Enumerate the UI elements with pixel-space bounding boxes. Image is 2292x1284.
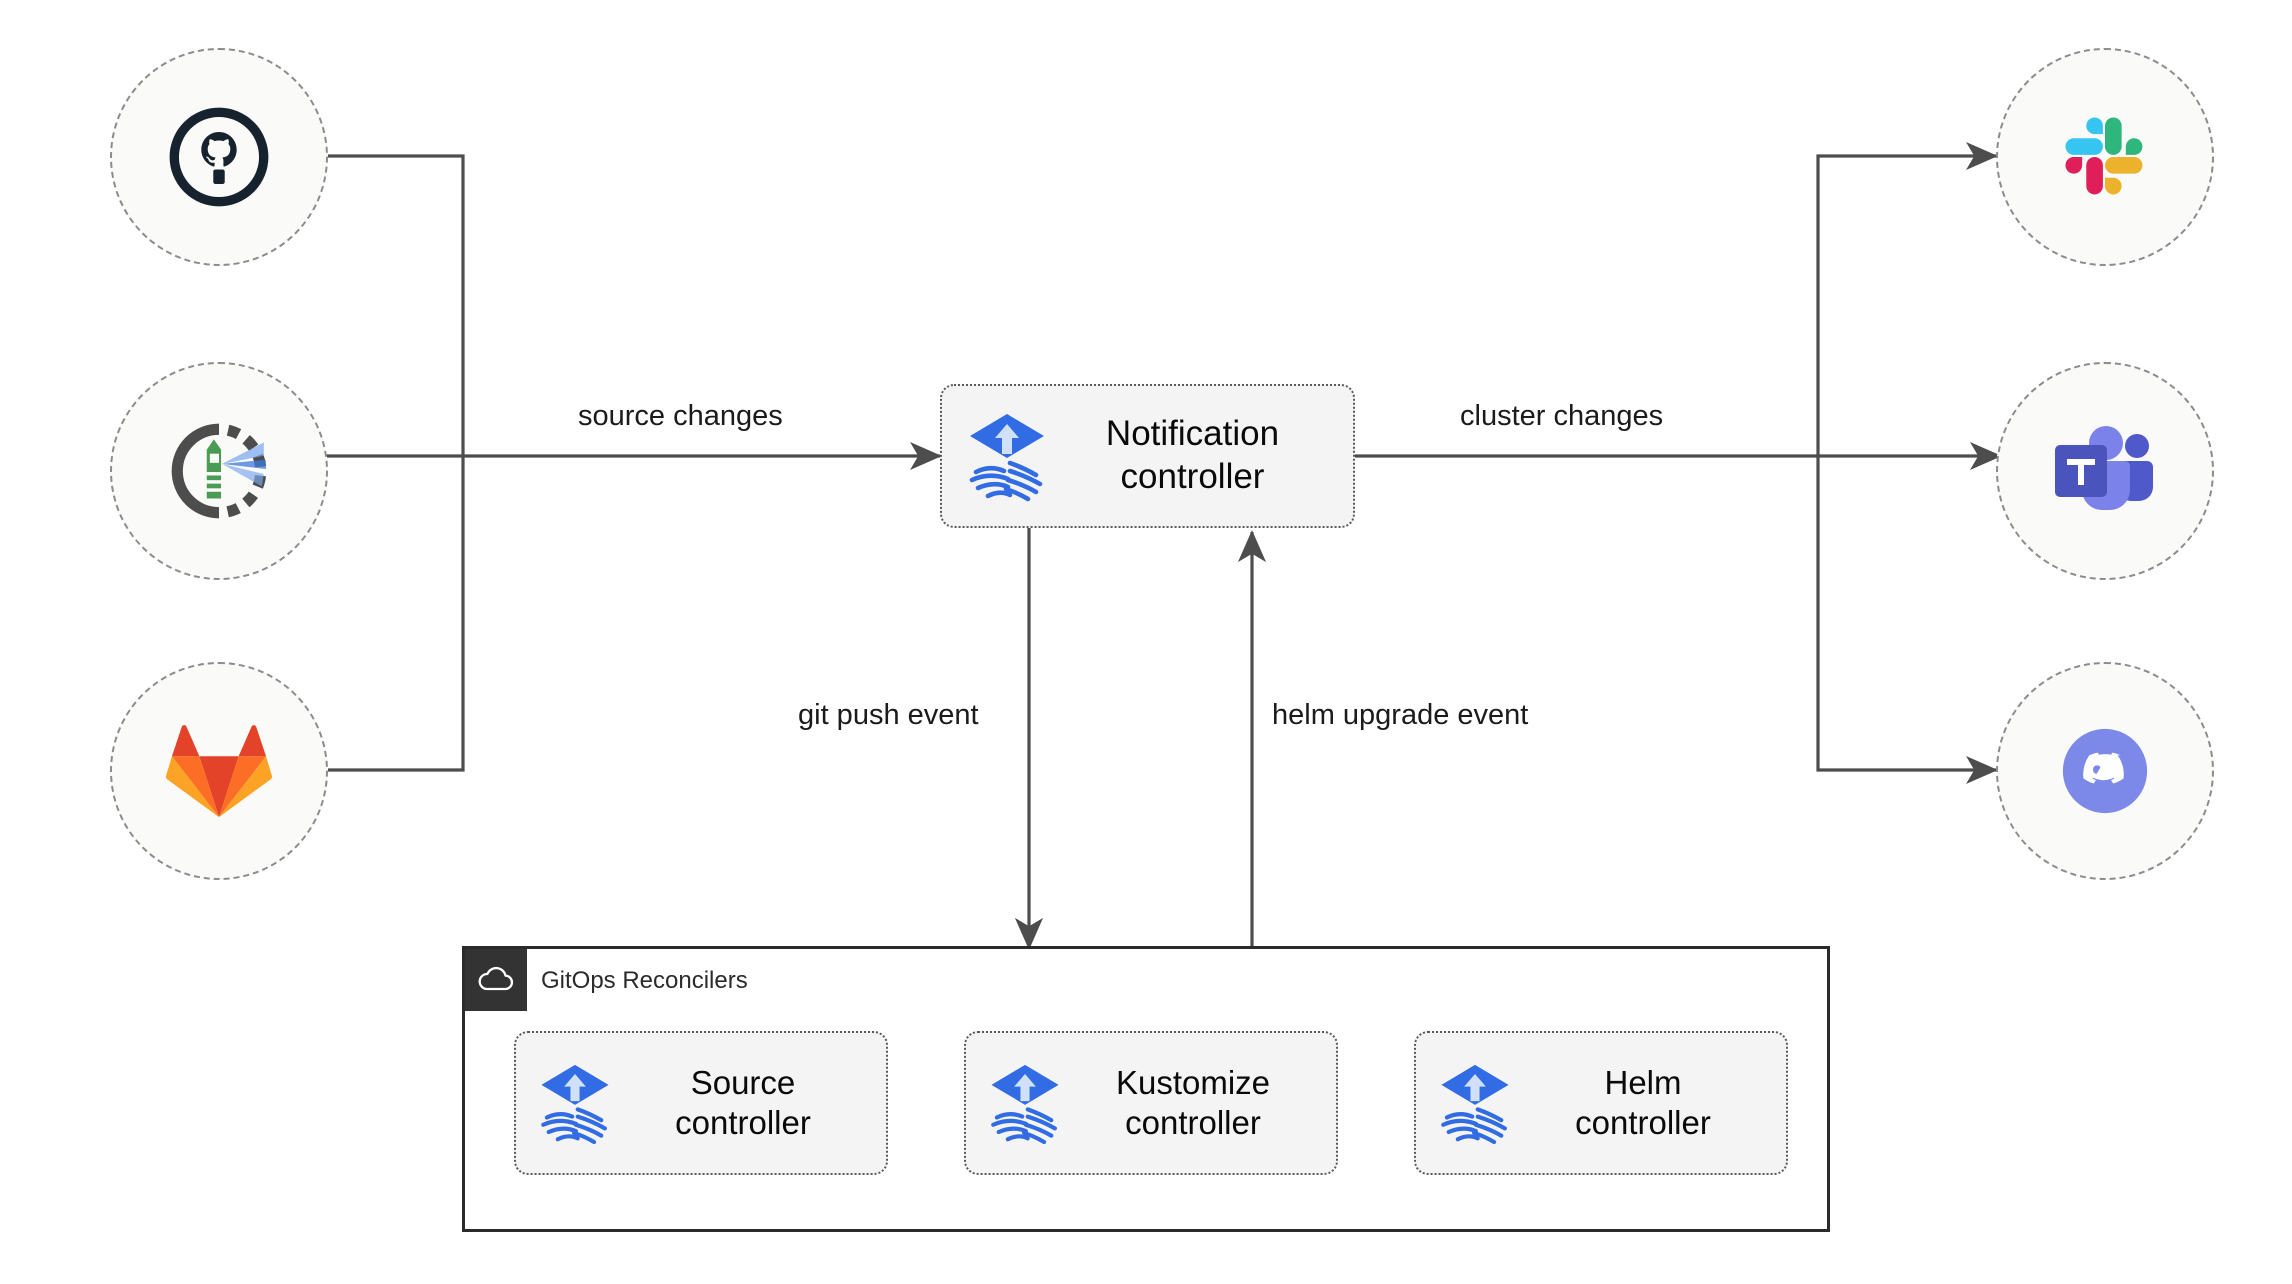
wire-gitlab-to-bus: [318, 456, 465, 772]
edge-label-source-changes: source changes: [578, 400, 783, 432]
helm-controller-card[interactable]: Helm controller: [1414, 1031, 1788, 1175]
flux-logo-icon: [969, 414, 1044, 502]
kustomize-controller-line1: Kustomize: [1115, 1063, 1271, 1101]
wire-github-to-bus: [318, 154, 465, 456]
notification-controller-line1: Notification: [1105, 414, 1280, 454]
source-node-github[interactable]: [110, 48, 328, 266]
source-node-gitlab[interactable]: [110, 662, 328, 880]
edge-label-cluster-changes: cluster changes: [1460, 400, 1664, 432]
edge-label-helm-upgrade-event: helm upgrade event: [1272, 699, 1529, 731]
flux-logo-icon: [1441, 1064, 1509, 1145]
helm-controller-line2: controller: [1575, 1104, 1711, 1141]
notification-controller-card[interactable]: Notification controller: [940, 384, 1355, 528]
helm-controller-label: Helm controller: [1514, 1063, 1772, 1144]
wire-bus-to-discord: [1816, 456, 1998, 785]
source-controller-line2: controller: [675, 1104, 811, 1141]
source-controller-line1: Source: [690, 1063, 796, 1101]
notification-controller-line2: controller: [1120, 457, 1265, 496]
discord-icon: [2062, 728, 2148, 814]
wire-bus-to-slack: [1816, 141, 1998, 456]
cloud-icon: [478, 966, 514, 991]
microsoft-teams-icon: [2055, 426, 2153, 510]
flux-lighthouse-icon: [171, 423, 267, 519]
target-node-slack[interactable]: [1996, 48, 2214, 266]
notification-controller-label: Notification controller: [1050, 413, 1335, 498]
github-icon: [169, 107, 269, 207]
target-node-discord[interactable]: [1996, 662, 2214, 880]
source-controller-label: Source controller: [614, 1063, 872, 1144]
helm-controller-line1: Helm: [1604, 1063, 1682, 1101]
flux-logo-icon: [541, 1064, 609, 1145]
edge-label-git-push-event: git push event: [798, 699, 979, 731]
kustomize-controller-line2: controller: [1125, 1104, 1261, 1141]
target-node-teams[interactable]: [1996, 362, 2214, 580]
gitlab-icon: [165, 725, 273, 818]
kustomize-controller-label: Kustomize controller: [1064, 1063, 1322, 1144]
flux-logo-icon: [991, 1064, 1059, 1145]
slack-icon: [2065, 117, 2143, 195]
cluster-tab: [465, 949, 527, 1011]
source-node-flux[interactable]: [110, 362, 328, 580]
source-controller-card[interactable]: Source controller: [514, 1031, 888, 1175]
cluster-title: GitOps Reconcilers: [541, 967, 748, 994]
kustomize-controller-card[interactable]: Kustomize controller: [964, 1031, 1338, 1175]
